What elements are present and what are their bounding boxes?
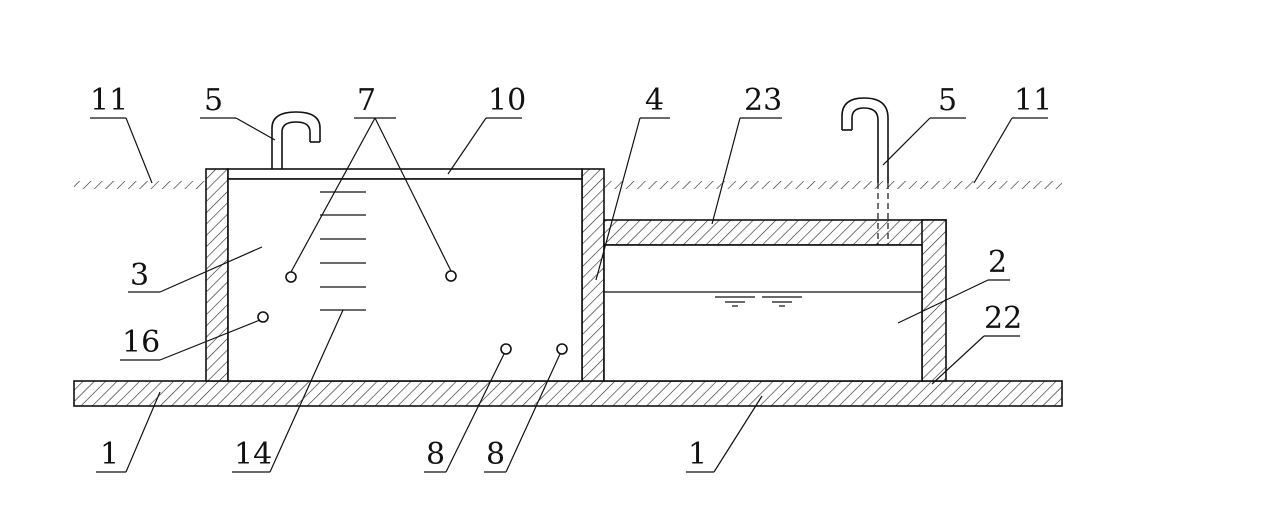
- tank-right-wall: [921, 219, 947, 382]
- label-2: 2: [988, 245, 1007, 280]
- label-1-left: 1: [100, 437, 119, 472]
- label-7: 7: [357, 83, 376, 118]
- storage-chamber: [603, 244, 923, 382]
- label-5-right: 5: [938, 83, 957, 118]
- label-8-b: 8: [486, 437, 505, 472]
- label-16: 16: [122, 325, 160, 360]
- ground-surface-left: [74, 181, 206, 189]
- label-11-left: 11: [90, 83, 128, 118]
- filter-plates: [320, 191, 366, 311]
- fitting-16: [257, 311, 269, 323]
- fitting-7-left: [285, 271, 297, 283]
- label-10: 10: [488, 83, 526, 118]
- label-8-a: 8: [426, 437, 445, 472]
- fitting-8-a: [500, 343, 512, 355]
- vent-pipe-right: [841, 97, 889, 245]
- ground-surface-right: [604, 181, 1062, 189]
- base-slab: [73, 380, 1063, 407]
- fitting-7-right: [445, 270, 457, 282]
- treatment-chamber: [227, 178, 583, 382]
- label-5-left: 5: [204, 83, 223, 118]
- label-22: 22: [984, 301, 1022, 336]
- tank-roof: [603, 219, 947, 246]
- label-4: 4: [645, 83, 664, 118]
- fitting-8-b: [556, 343, 568, 355]
- tank-left-wall: [205, 168, 229, 382]
- label-11-right: 11: [1014, 83, 1052, 118]
- water-level-symbol: [715, 296, 802, 307]
- label-3: 3: [130, 258, 149, 293]
- label-23: 23: [744, 83, 782, 118]
- partition-wall: [581, 168, 605, 382]
- vent-pipe-left: [271, 111, 321, 169]
- label-14: 14: [234, 437, 272, 472]
- label-1-right: 1: [688, 437, 707, 472]
- leader-lines: [90, 117, 1048, 473]
